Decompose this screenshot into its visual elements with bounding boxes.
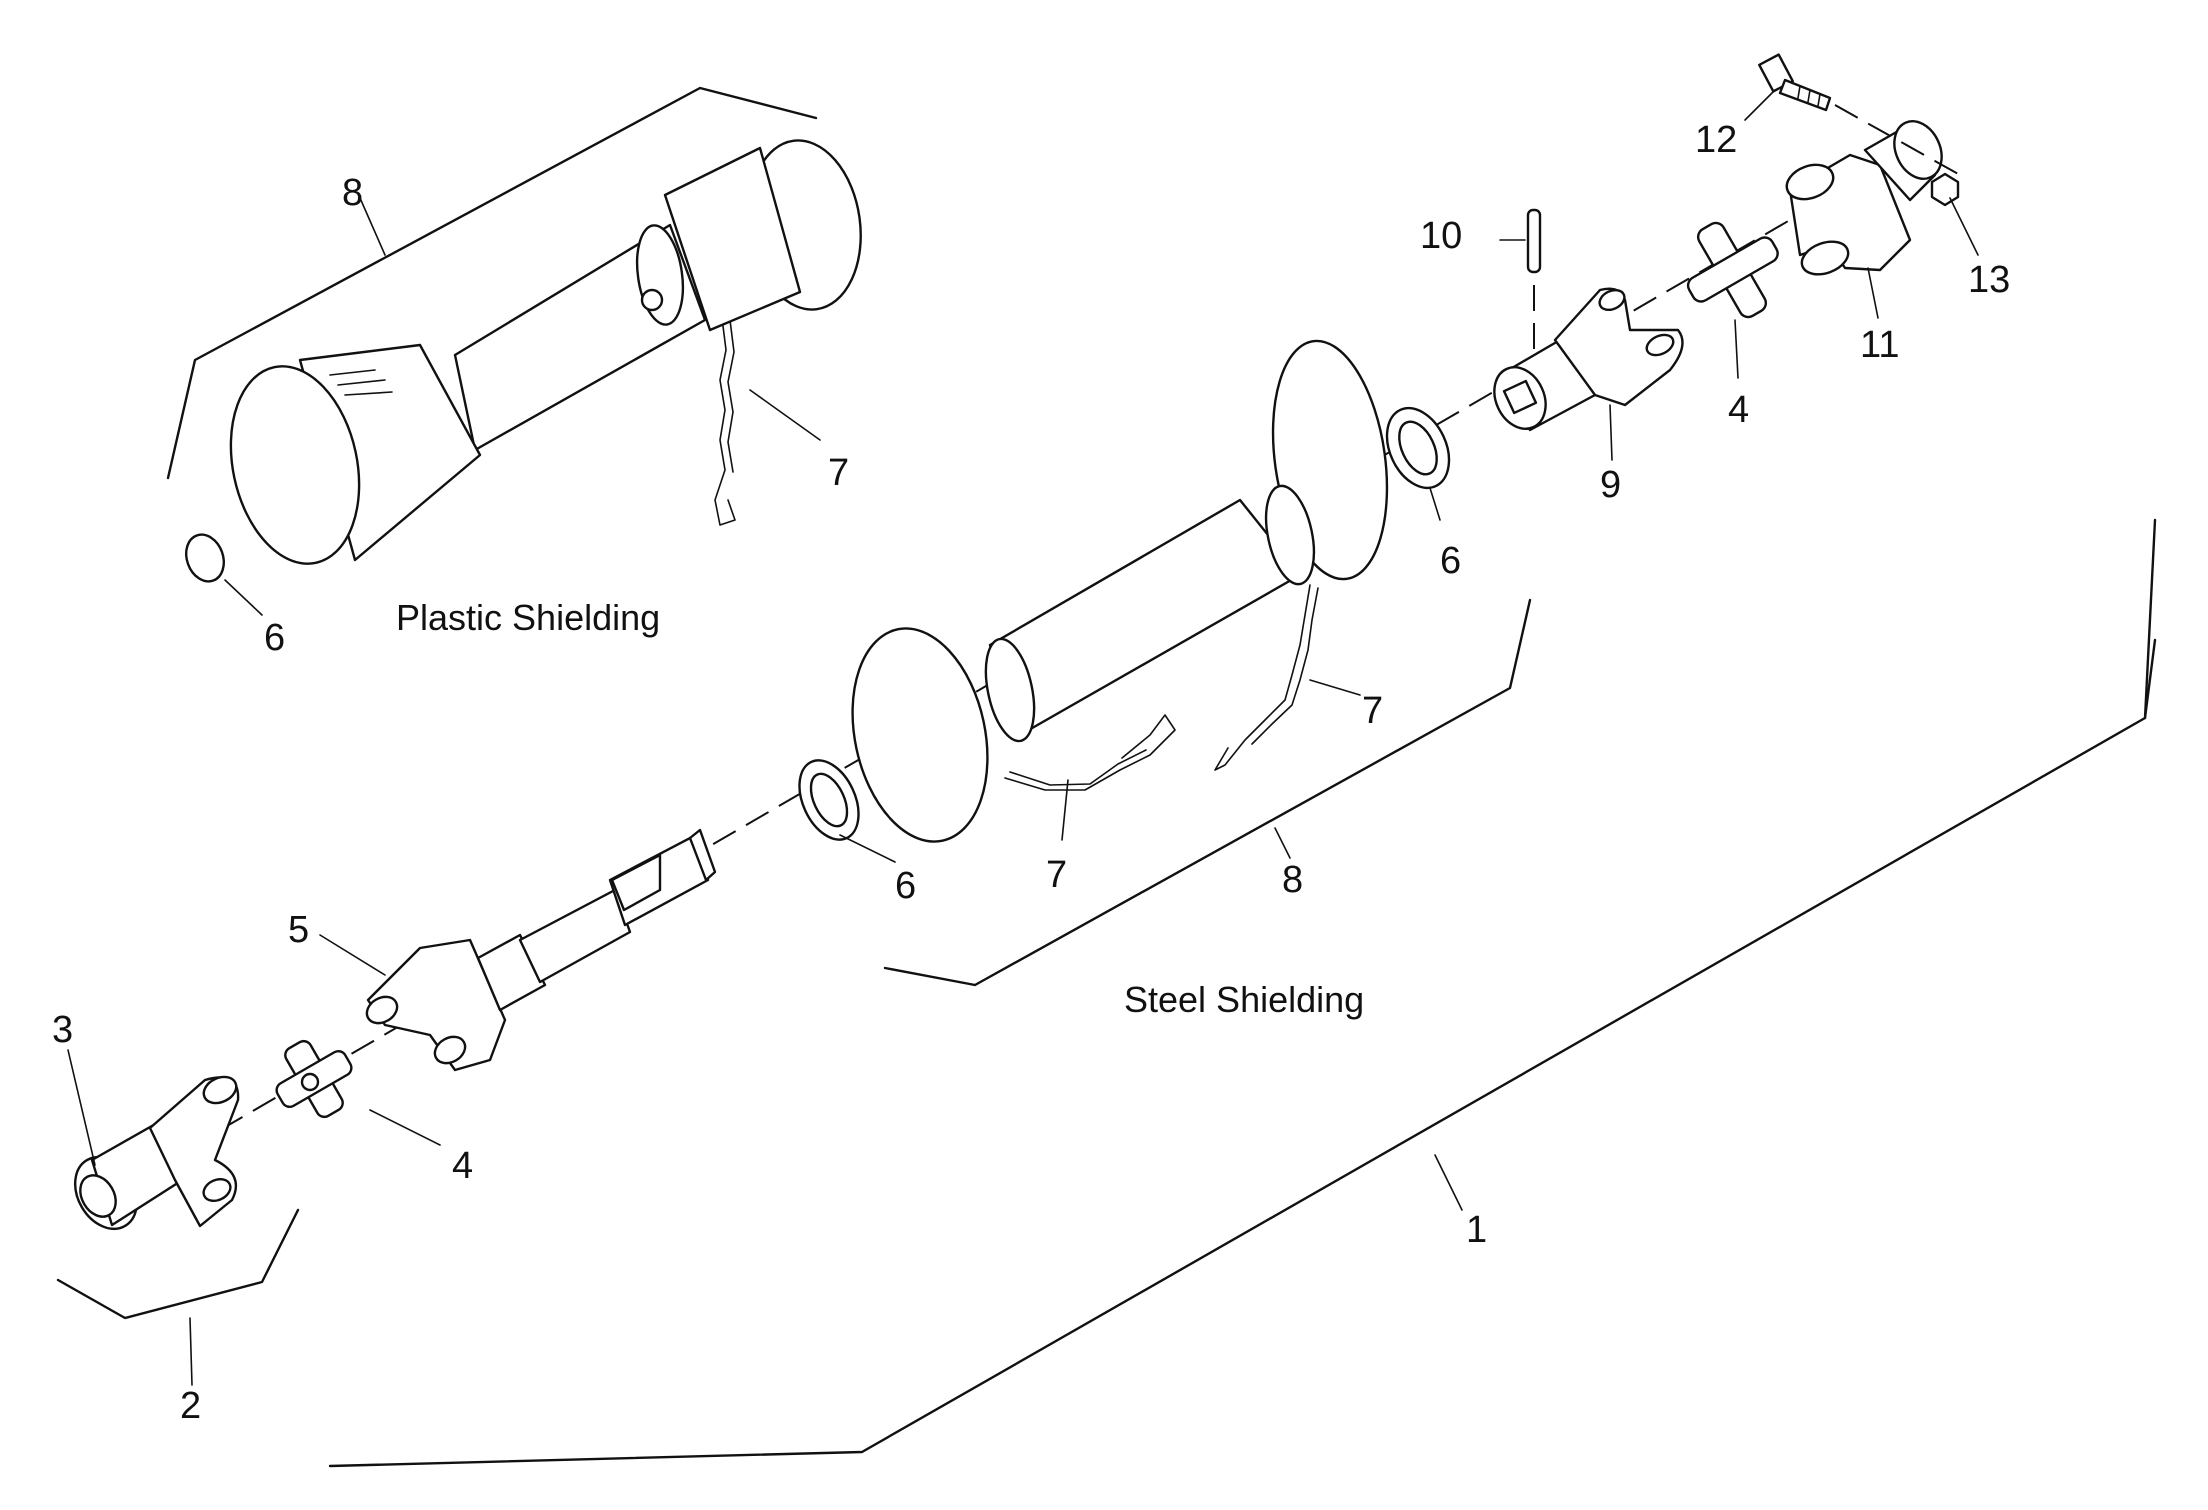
callout-6-upper: 6 [1440,540,1461,582]
part-8-plastic-shield [229,139,862,565]
part-10-pin [1526,208,1542,274]
callout-8-plastic: 8 [342,172,363,214]
callout-10: 10 [1420,215,1462,257]
part-5-inner-yoke-shaft [365,828,717,1072]
callout-7-plastic: 7 [828,452,849,494]
callout-9: 9 [1600,464,1621,506]
part-12-bolt [1758,53,1832,112]
part-7-chain-plastic [714,317,736,526]
callout-4-lower: 4 [452,1145,473,1187]
callout-2: 2 [180,1385,201,1427]
callout-13: 13 [1968,259,2010,301]
part-6-ring-upper [1385,406,1451,490]
part-7-chain-lower-right [1214,584,1319,771]
part-3-yoke [73,1075,240,1230]
callout-8-steel: 8 [1282,859,1303,901]
part-4-cross-upper [1686,221,1779,319]
callout-1: 1 [1466,1209,1487,1251]
bracket-plastic-shield [166,86,818,480]
callout-4-upper: 4 [1728,389,1749,431]
callout-5: 5 [288,909,309,951]
callout-6-plastic: 6 [264,617,285,659]
part-6-ring-lower [798,759,860,841]
part-13-nut [1930,172,1960,207]
part-7-chain-lower-left [1004,714,1176,791]
bracket-steel-shield [883,598,1532,987]
caption-steel-shielding: Steel Shielding [1124,979,1364,1020]
callout-7-steel-right: 7 [1362,690,1383,732]
part-9-outer-yoke [1493,287,1684,432]
bracket-assembly [328,518,2157,1468]
part-4-cross-lower [275,1039,353,1119]
part-11-implement-yoke [1785,120,1943,276]
callout-6-lower: 6 [895,865,916,907]
callout-3: 3 [52,1009,73,1051]
caption-plastic-shielding: Plastic Shielding [396,597,660,638]
callout-7-steel-left: 7 [1046,854,1067,896]
leader-lines [67,89,1979,1386]
part-8-steel-shield [851,339,1389,843]
callout-11: 11 [1860,324,1899,366]
part-6-ring-plastic [184,533,226,583]
bracket-front-yoke [56,1208,300,1320]
callout-12: 12 [1695,119,1737,161]
